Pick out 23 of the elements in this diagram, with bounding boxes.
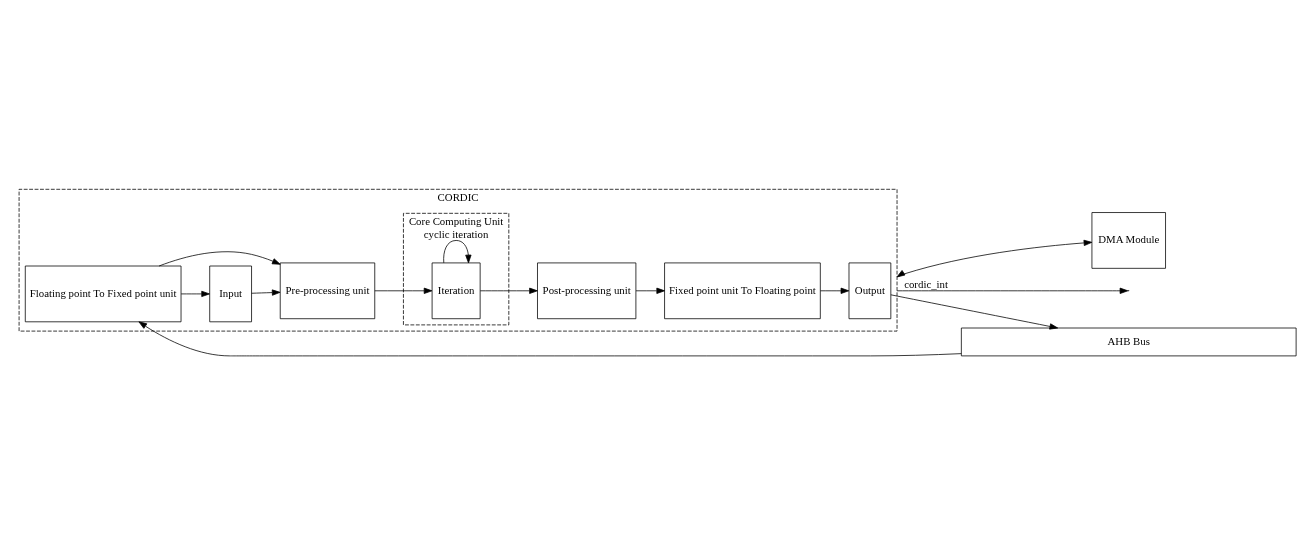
edge-label: cordic_int bbox=[904, 277, 949, 290]
arrow bbox=[820, 287, 850, 294]
arrow bbox=[635, 287, 665, 294]
arrow bbox=[890, 294, 1059, 330]
arrow bbox=[158, 251, 281, 267]
arrow bbox=[896, 287, 1129, 294]
arrow bbox=[443, 240, 472, 264]
node-box: Output bbox=[848, 262, 892, 320]
node-box: Pre-processing unit bbox=[279, 262, 376, 320]
node-box: DMA Module bbox=[1091, 212, 1166, 269]
arrow bbox=[180, 290, 210, 297]
arrow bbox=[374, 287, 433, 294]
arrow bbox=[138, 321, 962, 357]
node-box: AHB Bus bbox=[960, 327, 1297, 357]
node-box: Iteration bbox=[431, 262, 481, 320]
node-box: Floating point To Fixed point unit bbox=[24, 265, 182, 323]
edge-label: cyclic iteration bbox=[423, 227, 489, 240]
node-box: Input bbox=[209, 265, 252, 323]
arrow bbox=[896, 239, 1093, 278]
node-box: Post-processing unit bbox=[537, 262, 637, 320]
node-box: Fixed point unit To Floating point bbox=[664, 262, 821, 320]
arrow bbox=[251, 289, 281, 296]
arrow bbox=[479, 287, 538, 294]
